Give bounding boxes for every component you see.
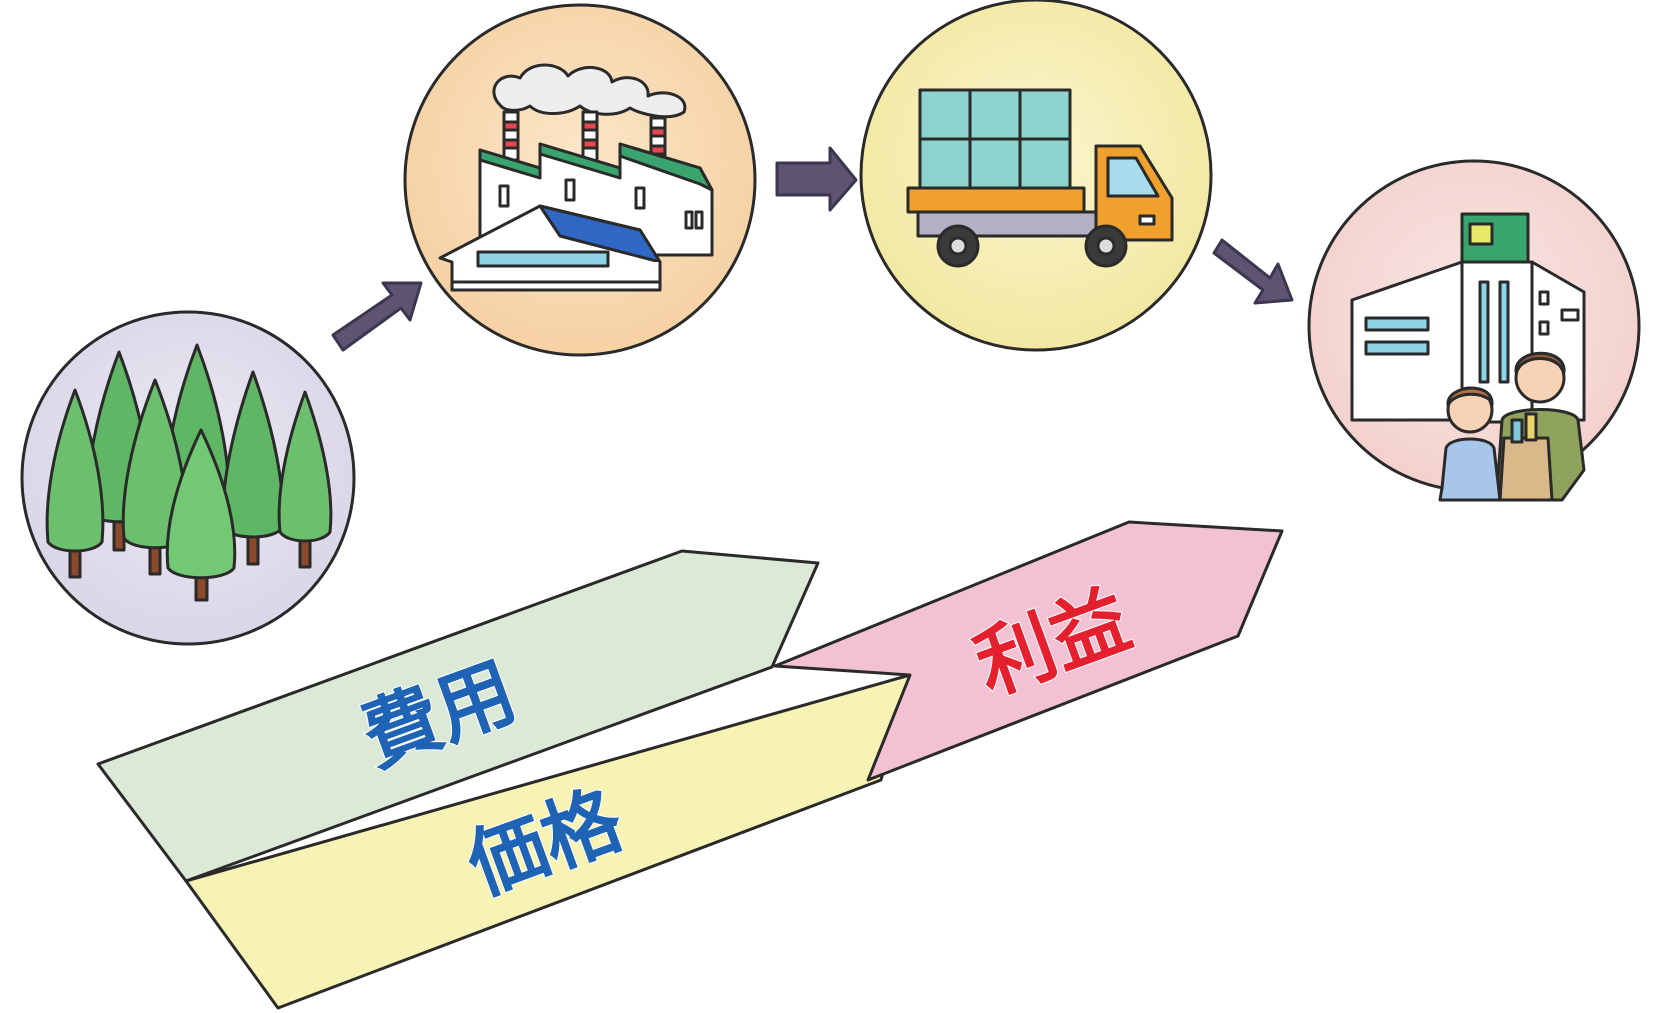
forest-stage xyxy=(20,310,356,646)
flow-arrow-3 xyxy=(1212,238,1294,305)
price-band xyxy=(184,673,912,1010)
store-stage xyxy=(1307,159,1641,502)
factory-stage xyxy=(403,3,757,357)
cost-band xyxy=(96,549,820,883)
truck-stage xyxy=(859,0,1213,352)
flow-arrow-2 xyxy=(775,146,858,212)
flow-arrow-1 xyxy=(331,281,423,352)
factory-icon xyxy=(438,63,714,292)
truck-icon xyxy=(906,88,1174,268)
store-icon xyxy=(1350,212,1586,502)
profit-band xyxy=(773,520,1284,782)
forest-icon xyxy=(45,343,333,602)
